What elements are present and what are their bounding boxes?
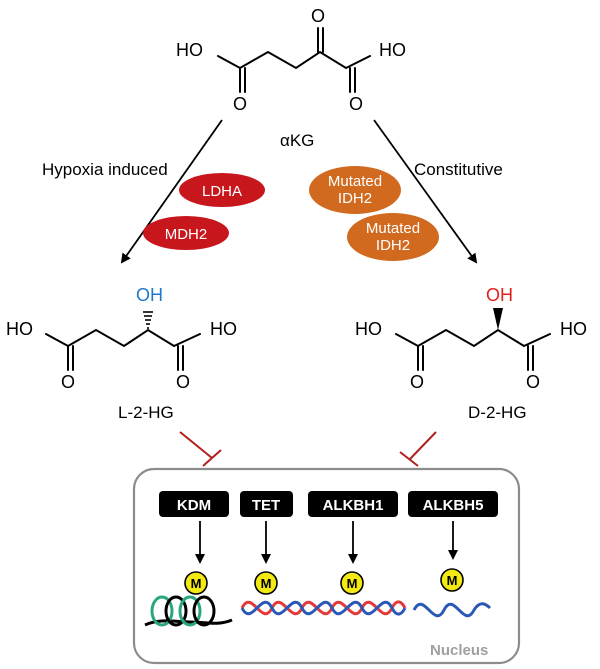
d2hg-oh: OH <box>486 285 513 305</box>
l2hg-molecule: HO HO OH O O L-2-HG <box>6 285 237 422</box>
l2hg-ho-right: HO <box>210 319 237 339</box>
alkbh1-methyl: M <box>340 571 364 595</box>
histone-chromatin <box>144 595 233 627</box>
alkbh5-box: ALKBH5 <box>408 491 498 517</box>
l2hg-oh: OH <box>136 285 163 305</box>
idh2-2-line1: Mutated <box>366 220 420 237</box>
alkbh1-box: ALKBH1 <box>308 491 398 517</box>
nucleus-label: Nucleus <box>430 642 488 659</box>
akg-ho-left: HO <box>176 40 203 60</box>
left-arrow <box>120 119 223 264</box>
constitutive-label: Constitutive <box>414 160 503 179</box>
hypoxia-label: Hypoxia induced <box>42 160 168 179</box>
alkbh1-methyl-label: M <box>347 576 358 591</box>
ldha-label: LDHA <box>202 183 242 200</box>
akg-molecule: HO HO O O O αKG <box>176 6 406 150</box>
l2hg-backbone <box>45 328 201 348</box>
idh2-enzyme-2: Mutated IDH2 <box>347 213 439 261</box>
alkbh5-methyl: M <box>440 568 464 592</box>
akg-o-keto: O <box>311 6 325 26</box>
alkbh1-label: ALKBH1 <box>323 497 384 514</box>
l2hg-o-right: O <box>176 372 190 392</box>
tet-methyl: M <box>254 571 278 595</box>
ldha-enzyme: LDHA <box>179 173 265 207</box>
akg-backbone <box>217 50 371 70</box>
d2hg-ho-right: HO <box>560 319 587 339</box>
alkbh5-label: ALKBH5 <box>423 497 484 514</box>
d2hg-name: D-2-HG <box>468 403 527 422</box>
d2hg-backbone <box>395 328 551 348</box>
idh2-1-line2: IDH2 <box>338 190 372 207</box>
kdm-methyl: M <box>184 571 208 595</box>
right-arrow <box>373 119 478 264</box>
nucleus-box <box>132 467 521 665</box>
idh2-1-line1: Mutated <box>328 173 382 190</box>
kdm-label: KDM <box>177 497 211 514</box>
rna-strand <box>412 602 492 618</box>
akg-o-left: O <box>233 94 247 114</box>
mdh2-label: MDH2 <box>165 226 208 243</box>
dna-double-helix <box>240 600 407 616</box>
d2hg-o-left: O <box>410 372 424 392</box>
l2hg-inhibition <box>179 431 222 467</box>
alkbh5-methyl-label: M <box>447 573 458 588</box>
akg-name: αKG <box>280 131 314 150</box>
d2hg-inhibition <box>399 431 437 467</box>
idh2-enzyme-1: Mutated IDH2 <box>309 166 401 214</box>
d2hg-ho-left: HO <box>355 319 382 339</box>
l2hg-o-left: O <box>61 372 75 392</box>
d2hg-o-right: O <box>526 372 540 392</box>
l2hg-name: L-2-HG <box>118 403 174 422</box>
tet-box: TET <box>240 491 293 517</box>
d2hg-solid-wedge <box>493 308 503 330</box>
tet-label: TET <box>252 497 280 514</box>
l2hg-hash-wedge <box>143 311 153 329</box>
kdm-methyl-label: M <box>191 576 202 591</box>
mdh2-enzyme: MDH2 <box>143 216 229 250</box>
l2hg-ho-left: HO <box>6 319 33 339</box>
d2hg-molecule: HO HO OH O O D-2-HG <box>355 285 587 422</box>
tet-methyl-label: M <box>261 576 272 591</box>
akg-ho-right: HO <box>379 40 406 60</box>
akg-o-right: O <box>349 94 363 114</box>
idh2-2-line2: IDH2 <box>376 237 410 254</box>
kdm-box: KDM <box>159 491 229 517</box>
